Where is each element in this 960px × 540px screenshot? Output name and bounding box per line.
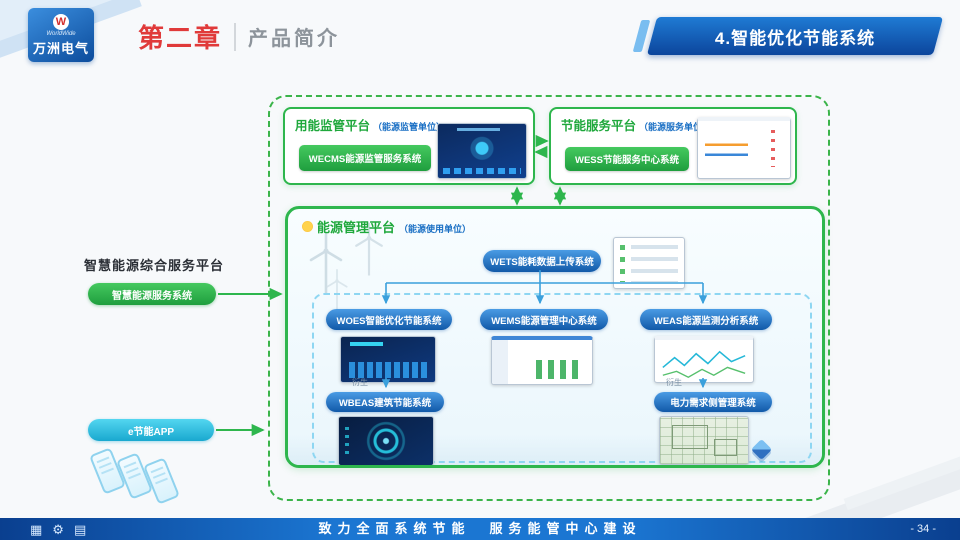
woes-system-pill: WOES智能优化节能系统 — [326, 309, 452, 330]
footer-bar: ▦ ⚙ ▤ 致力全面系统节能 服务能管中心建设 - 34 - — [0, 518, 960, 540]
title-divider — [234, 22, 237, 51]
management-platform-header: 能源管理平台 （能源使用单位） — [302, 217, 471, 236]
smart-energy-service-pill: 智慧能源服务系统 — [88, 283, 216, 305]
power-demand-system-pill: 电力需求侧管理系统 — [654, 392, 772, 412]
service-platform-title: 节能服务平台 — [561, 119, 637, 133]
woes-screenshot — [340, 336, 436, 383]
wind-turbine-illustration — [355, 222, 383, 276]
management-platform-title: 能源管理平台 — [317, 220, 396, 235]
wbeas-screenshot — [338, 416, 434, 465]
wbeas-system-pill: WBEAS建筑节能系统 — [326, 392, 444, 412]
derived-label: 衍生 — [666, 378, 682, 387]
chapter-title: 第二章 — [138, 23, 223, 53]
service-platform-unit: （能源服务单位） — [639, 122, 712, 132]
footer-slogan: 致力全面系统节能 服务能管中心建设 — [318, 521, 642, 536]
page-header: 第二章 产品简介 — [138, 18, 340, 55]
page-number: - 34 - — [910, 523, 936, 535]
grid-icon: ▦ — [30, 521, 43, 537]
gear-icon: ⚙ — [52, 521, 64, 537]
sun-icon — [302, 221, 313, 232]
e-saving-app-pill: e节能APP — [88, 419, 214, 441]
weas-screenshot — [654, 336, 754, 383]
book-icon: ▤ — [73, 521, 87, 537]
platform-group-title: 智慧能源综合服务平台 — [84, 258, 225, 273]
wecms-system-button: WECMS能源监管服务系统 — [299, 145, 431, 171]
weas-system-pill: WEAS能源监测分析系统 — [640, 309, 772, 330]
wems-system-pill: WEMS能源管理中心系统 — [480, 309, 608, 330]
logo-subbrand: WorldWide — [46, 30, 76, 37]
management-platform-unit: （能源使用单位） — [399, 224, 472, 234]
management-platform-box: 能源管理平台 （能源使用单位） WETS能耗数据上传系统 WOES智能优化节能系… — [285, 206, 825, 468]
wems-screenshot — [491, 336, 593, 385]
logo-brand: 万洲电气 — [32, 40, 89, 56]
supervision-platform-unit: （能源监管单位） — [373, 122, 446, 132]
footer-icons: ▦ ⚙ ▤ — [30, 518, 86, 540]
wess-screenshot — [697, 117, 791, 179]
page-title: 产品简介 — [248, 28, 341, 50]
wind-turbine-illustration — [309, 232, 343, 295]
supervision-platform-title: 用能监管平台 — [295, 119, 371, 133]
power-demand-screenshot — [659, 416, 749, 465]
derived-label: 衍生 — [352, 378, 368, 387]
wets-system-pill: WETS能耗数据上传系统 — [483, 250, 601, 272]
wess-system-button: WESS节能服务中心系统 — [565, 147, 689, 171]
diagram-outer-boundary — [268, 95, 830, 501]
section-banner: 4.智能优化节能系统 — [646, 17, 944, 55]
wets-screenshot — [613, 237, 685, 289]
logo-w-emblem: W — [53, 13, 69, 30]
supervision-platform-header: 用能监管平台 （能源监管单位） — [295, 115, 445, 134]
mobile-phones-illustration — [88, 446, 206, 510]
line-chart-decoration — [662, 350, 746, 379]
subsystems-boundary — [312, 293, 812, 463]
section-banner-label: 4.智能优化节能系统 — [714, 28, 876, 48]
service-platform-box: 节能服务平台 （能源服务单位） WESS节能服务中心系统 — [549, 107, 797, 185]
phone-illustration — [142, 457, 181, 505]
company-logo: W WorldWide 万洲电气 — [28, 8, 94, 62]
wind-turbine-illustration — [326, 269, 348, 310]
wecms-screenshot — [437, 123, 527, 179]
service-platform-header: 节能服务平台 （能源服务单位） — [561, 115, 711, 134]
supervision-platform-box: 用能监管平台 （能源监管单位） WECMS能源监管服务系统 — [283, 107, 535, 185]
